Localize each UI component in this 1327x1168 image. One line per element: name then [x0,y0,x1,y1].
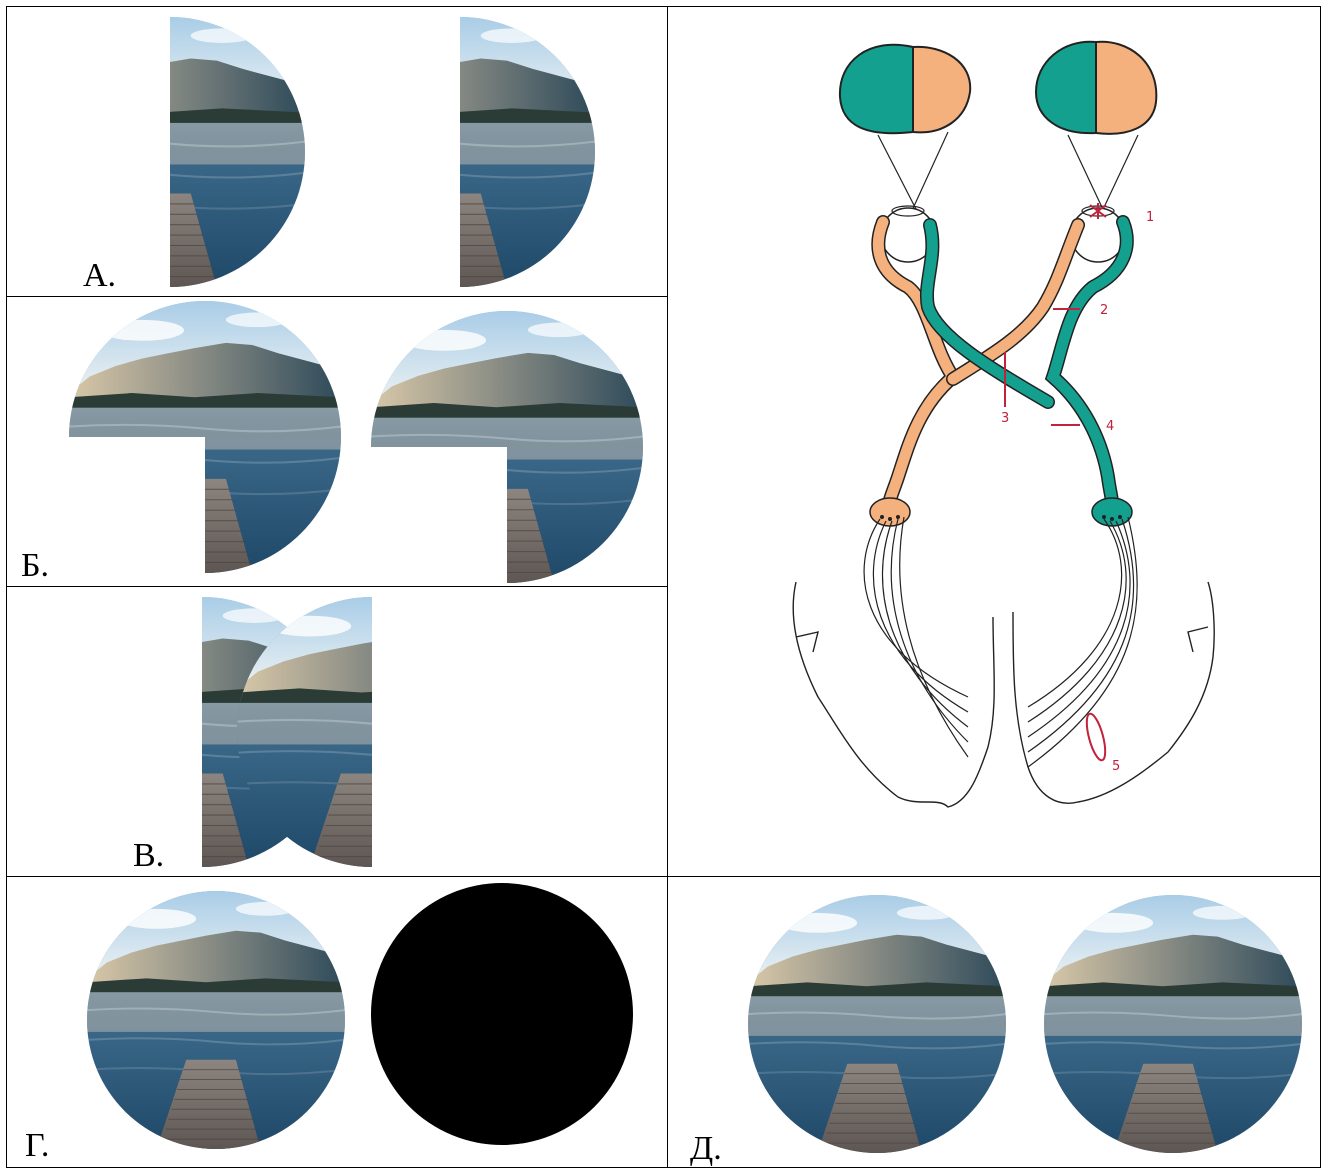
visual-field-image-right-d [1044,895,1302,1153]
panel-label-a: А. [83,257,117,294]
visual-field-image-left-b [69,301,341,573]
right-visual-field-icon [1034,40,1158,135]
marker-4: 4 [1106,419,1114,434]
panel-g: Г. [6,876,668,1168]
marker-2: 2 [1100,303,1108,318]
panel-label-b: Б. [21,547,50,584]
panel-label-g: Г. [25,1127,50,1164]
visual-pathway-diagram: 1 2 3 4 5 [792,40,1215,808]
panel-label-v: В. [133,837,165,874]
panel-d: Д. [667,876,1321,1168]
panel-b: Б. [6,296,668,587]
visual-field-image-left-a [35,17,305,287]
visual-field-image-right-b [371,311,643,583]
blind-field-circle-g [371,883,633,1145]
panel-label-d: Д. [690,1130,722,1167]
marker-1: 1 [1146,210,1154,225]
diagram-panel: 1 2 3 4 5 [667,6,1321,877]
visual-field-image-left-d [748,895,1006,1153]
visual-field-image-right-a [325,17,595,287]
marker-5: 5 [1112,759,1120,774]
marker-3: 3 [1001,411,1009,426]
visual-field-image-right-v [237,597,507,867]
panel-v: В. [6,586,668,877]
visual-field-image-left-g [87,891,345,1149]
left-visual-field-icon [838,43,972,135]
panel-a: А. [6,6,668,297]
